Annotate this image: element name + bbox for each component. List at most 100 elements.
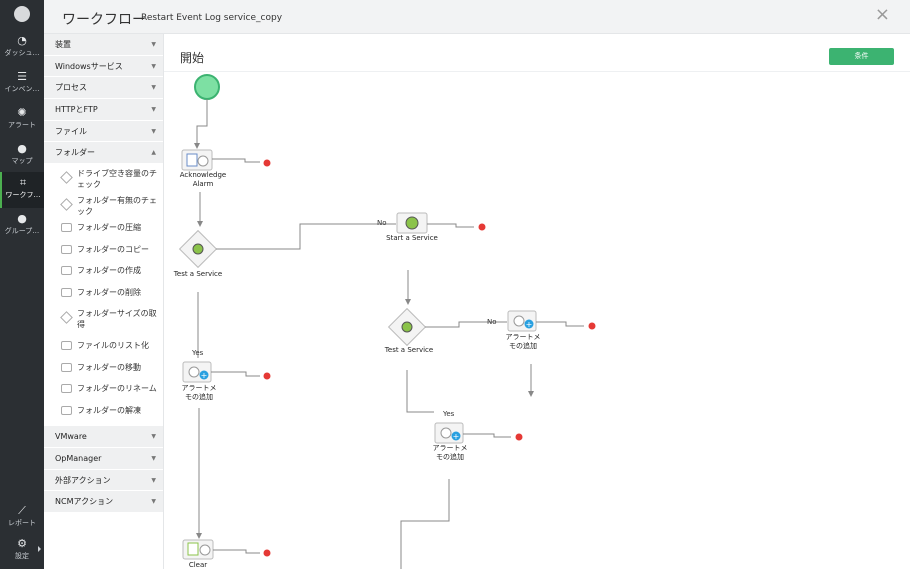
condition-diamond-icon xyxy=(60,198,73,211)
category-process[interactable]: プロセス▼ xyxy=(44,77,163,100)
edge-test2-yes xyxy=(406,370,434,413)
workflow-icon: ⌗ xyxy=(19,176,27,189)
palette-item-folder-compress[interactable]: フォルダーの圧縮 xyxy=(44,222,163,244)
nav-map[interactable]: ● マップ xyxy=(0,138,44,174)
chevron-down-icon: ▼ xyxy=(151,84,156,92)
palette-item-folder-exists-check[interactable]: フォルダー有無のチェック xyxy=(44,195,163,222)
category-opmanager[interactable]: OpManager▼ xyxy=(44,447,163,470)
action-box-icon xyxy=(61,223,72,233)
end-dot xyxy=(478,223,486,231)
edge-label-no: No xyxy=(377,219,387,227)
category-http-ftp[interactable]: HTTPとFTP▼ xyxy=(44,99,163,121)
end-dot xyxy=(263,372,271,380)
action-box-icon xyxy=(61,266,72,276)
svg-text:+: + xyxy=(526,320,533,329)
label-test-service-1: Test a Service xyxy=(173,270,223,278)
edge-clear-dot xyxy=(213,549,260,554)
edge-label-yes: Yes xyxy=(443,410,455,418)
condition-diamond-icon xyxy=(60,171,73,184)
title-bar: ワークフロー Restart Event Log service_copy × xyxy=(44,0,910,34)
chevron-down-icon: ▼ xyxy=(151,106,156,114)
start-node[interactable] xyxy=(194,74,220,100)
action-box-icon xyxy=(61,384,72,394)
category-external-actions[interactable]: 外部アクション▼ xyxy=(44,469,163,492)
palette-item-folder-size[interactable]: フォルダーサイズの取得 xyxy=(44,308,163,340)
nav-settings[interactable]: ⚙ 設定 xyxy=(0,533,44,569)
workflow-name: Restart Event Log service_copy xyxy=(141,13,283,23)
nav-alarms[interactable]: ✺ アラート xyxy=(0,102,44,138)
edge-memo3-dot xyxy=(463,433,511,438)
canvas-header: 開始 条件 xyxy=(164,34,910,72)
nav-workflow[interactable]: ⌗ ワークフ… xyxy=(0,172,44,208)
node-acknowledge-alarm[interactable] xyxy=(181,149,213,171)
palette-item-file-list[interactable]: ファイルのリスト化 xyxy=(44,340,163,362)
category-ncm-actions[interactable]: NCMアクション▼ xyxy=(44,491,163,513)
page-title: ワークフロー xyxy=(62,12,146,28)
alarm-icon: ✺ xyxy=(17,106,27,119)
nav-group-chat[interactable]: ● グループ… xyxy=(0,208,44,244)
action-box-icon xyxy=(61,244,72,254)
nav-reports[interactable]: ⟋ レポート xyxy=(0,500,44,536)
palette-item-folder-move[interactable]: フォルダーの移動 xyxy=(44,362,163,384)
inventory-icon: ☰ xyxy=(17,70,27,83)
node-alert-memo-3[interactable]: + xyxy=(434,422,464,444)
chevron-down-icon: ▼ xyxy=(151,41,156,48)
chevron-up-icon: ▲ xyxy=(151,149,156,157)
node-clear[interactable] xyxy=(182,539,214,560)
workflow-canvas[interactable]: 開始 条件 xyxy=(164,34,910,569)
edge-start-dot xyxy=(427,223,474,228)
action-box-icon xyxy=(61,362,72,372)
chevron-down-icon: ▼ xyxy=(151,433,156,441)
condition-button[interactable]: 条件 xyxy=(829,48,894,65)
label-clear: Clear xyxy=(188,561,208,569)
chevron-down-icon: ▼ xyxy=(151,454,156,462)
node-alert-memo-2[interactable]: + xyxy=(507,310,537,332)
canvas-heading: 開始 xyxy=(180,51,205,65)
label-acknowledge-alarm: Acknowledge Alarm xyxy=(179,171,227,188)
node-test-service-2[interactable] xyxy=(387,307,427,347)
label-alert-memo-3: アラートメモの追加 xyxy=(432,444,468,461)
chat-bubble-icon: ● xyxy=(17,212,27,225)
label-test-service-2: Test a Service xyxy=(384,346,434,354)
category-devices[interactable]: 装置▼ xyxy=(44,34,163,56)
edge-test2-no xyxy=(425,321,507,328)
action-box-icon xyxy=(61,341,72,351)
category-file[interactable]: ファイル▼ xyxy=(44,120,163,143)
action-box-icon xyxy=(61,405,72,415)
palette-item-drive-space-check[interactable]: ドライブ空き容量のチェック xyxy=(44,168,163,195)
palette-item-folder-unzip[interactable]: フォルダーの解凍 xyxy=(44,405,163,427)
workflow-diagram: + + + xyxy=(178,74,596,569)
edge-memo2-dot xyxy=(536,321,584,327)
palette-item-folder-copy[interactable]: フォルダーのコピー xyxy=(44,244,163,266)
label-alert-memo-1: アラートメモの追加 xyxy=(181,384,217,401)
category-vmware[interactable]: VMware▼ xyxy=(44,426,163,448)
category-windows-services[interactable]: Windowsサービス▼ xyxy=(44,55,163,78)
chevron-down-icon: ▼ xyxy=(151,498,156,506)
gear-icon: ⚙ xyxy=(17,537,27,550)
nav-inventory[interactable]: ☰ インベン… xyxy=(0,66,44,102)
expand-arrow-icon[interactable] xyxy=(38,546,41,552)
app-nav-rail: ◔ ダッシュ… ☰ インベン… ✺ アラート ● マップ ⌗ ワークフ… ● グ… xyxy=(0,0,44,569)
node-start-service[interactable] xyxy=(396,212,428,234)
node-alert-memo-1[interactable]: + xyxy=(182,361,212,383)
edge-memo1-dot xyxy=(211,371,260,377)
category-folder[interactable]: フォルダー▲ xyxy=(44,142,163,165)
end-dot xyxy=(588,322,596,330)
svg-text:+: + xyxy=(453,432,460,441)
close-icon[interactable]: × xyxy=(874,4,890,25)
map-pin-icon: ● xyxy=(17,142,27,155)
edge-label-yes: Yes xyxy=(192,349,204,357)
edge-start-ack xyxy=(194,99,208,149)
nav-dashboard[interactable]: ◔ ダッシュ… xyxy=(0,30,44,66)
action-box-icon xyxy=(61,287,72,297)
report-chart-icon: ⟋ xyxy=(18,504,26,517)
palette-item-folder-delete[interactable]: フォルダーの削除 xyxy=(44,287,163,309)
end-dot xyxy=(515,433,523,441)
palette-item-folder-rename[interactable]: フォルダーのリネーム xyxy=(44,383,163,405)
action-palette: 装置▼ Windowsサービス▼ プロセス▼ HTTPとFTP▼ ファイル▼ フ… xyxy=(44,34,164,569)
palette-item-folder-create[interactable]: フォルダーの作成 xyxy=(44,265,163,287)
chevron-down-icon: ▼ xyxy=(151,62,156,70)
user-avatar[interactable] xyxy=(14,6,30,22)
label-alert-memo-2: アラートメモの追加 xyxy=(505,333,541,350)
node-test-service-1[interactable] xyxy=(178,229,218,269)
